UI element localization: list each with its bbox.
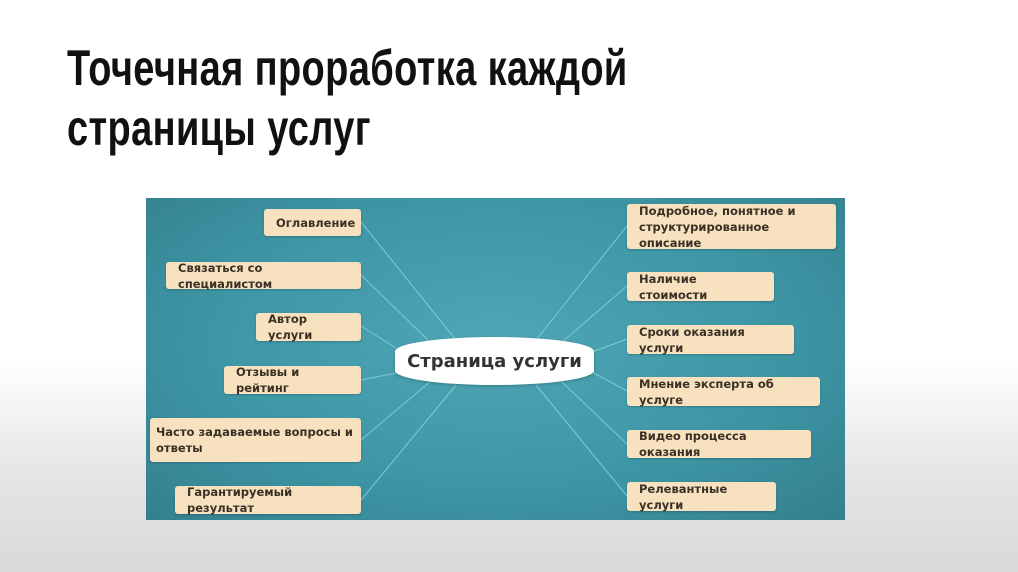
mind-map-diagram: Оглавление Связаться со специалистом Авт… bbox=[146, 198, 845, 520]
connector bbox=[360, 325, 397, 349]
title-line-1: Точечная проработка каждой bbox=[67, 40, 628, 96]
connector bbox=[560, 285, 628, 344]
central-node: Страница услуги bbox=[395, 337, 594, 385]
node-right-2: Наличие стоимости bbox=[627, 272, 774, 302]
connector bbox=[591, 338, 628, 353]
connector bbox=[591, 371, 628, 392]
title-line-2: страницы услуг bbox=[67, 100, 372, 156]
connector bbox=[360, 372, 397, 381]
node-right-5: Видео процесса оказания bbox=[627, 429, 811, 459]
slide-title: Точечная проработка каждой страницы услу… bbox=[67, 38, 628, 158]
node-right-6: Релевантные услуги bbox=[627, 482, 776, 512]
connector bbox=[560, 380, 628, 445]
node-left-5: Часто задаваемые вопросы и ответы bbox=[150, 418, 361, 462]
node-right-1: Подробное, понятное и структурированное … bbox=[627, 204, 836, 250]
node-left-1: Оглавление bbox=[264, 209, 361, 236]
node-right-3: Сроки оказания услуги bbox=[627, 325, 794, 355]
connector bbox=[360, 274, 432, 344]
connector bbox=[535, 225, 628, 341]
connector-lines bbox=[360, 221, 628, 501]
node-left-3: Автор услуги bbox=[256, 312, 361, 342]
connector bbox=[360, 380, 432, 441]
node-right-4: Мнение эксперта об услуге bbox=[627, 377, 820, 407]
node-left-2: Связаться со специалистом bbox=[166, 261, 361, 291]
node-left-4: Отзывы и рейтинг bbox=[224, 365, 361, 395]
node-left-6: Гарантируемый результат bbox=[175, 485, 361, 515]
connector bbox=[360, 221, 457, 341]
connector bbox=[535, 384, 628, 497]
connector bbox=[360, 384, 457, 501]
